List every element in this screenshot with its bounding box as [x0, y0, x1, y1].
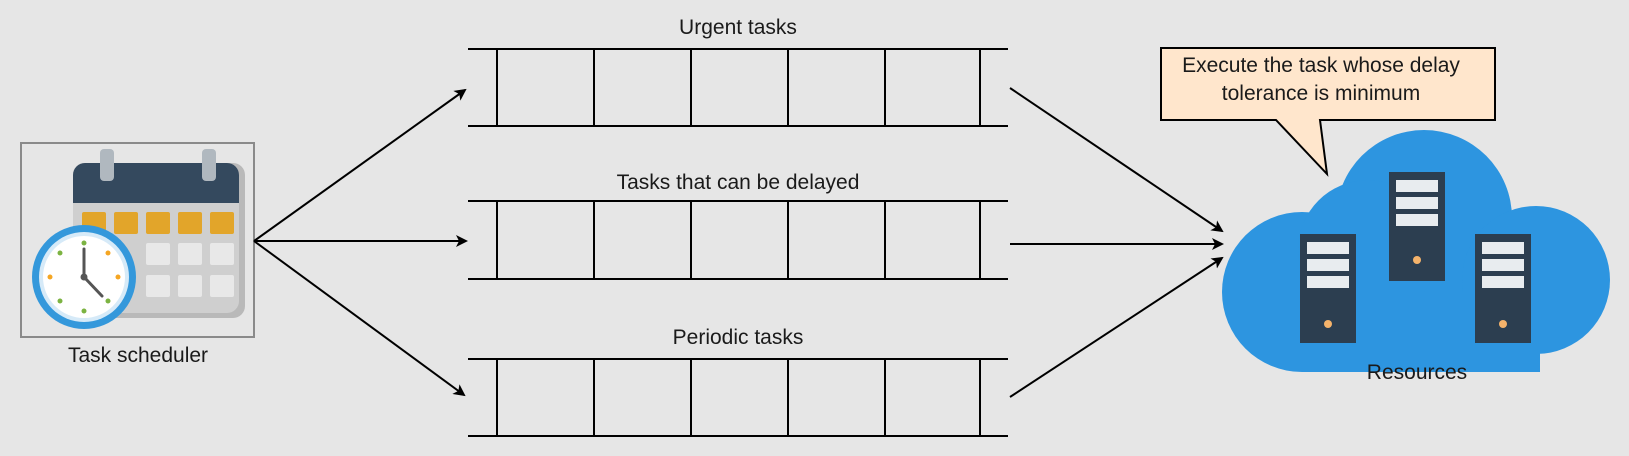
server-icon	[1389, 172, 1445, 281]
callout-bubble	[1160, 47, 1496, 177]
queue-periodic	[468, 358, 1008, 437]
queue-delayable	[468, 200, 1008, 280]
resource-arrows	[1009, 87, 1224, 398]
server-icon	[1300, 234, 1356, 343]
scheduler-label: Task scheduler	[67, 344, 209, 367]
scheduler-arrows	[253, 88, 468, 397]
queue-periodic-label: Periodic tasks	[672, 326, 804, 349]
server-icon	[1475, 234, 1531, 343]
callout-text: Execute the task whose delay tolerance i…	[1182, 54, 1460, 105]
cloud-servers-icon	[1222, 130, 1610, 372]
queue-urgent	[468, 48, 1008, 127]
queue-delayable-label: Tasks that can be delayed	[616, 171, 860, 194]
arrow-periodic-to-resources	[1009, 256, 1224, 398]
arrow-to-periodic-queue	[253, 240, 466, 397]
queue-urgent-label: Urgent tasks	[679, 16, 797, 39]
arrow-urgent-to-resources	[1009, 87, 1224, 233]
arrow-to-urgent-queue	[253, 88, 467, 242]
calendar-clock-icon	[20, 142, 255, 338]
resources-label: Resources	[1366, 361, 1468, 384]
